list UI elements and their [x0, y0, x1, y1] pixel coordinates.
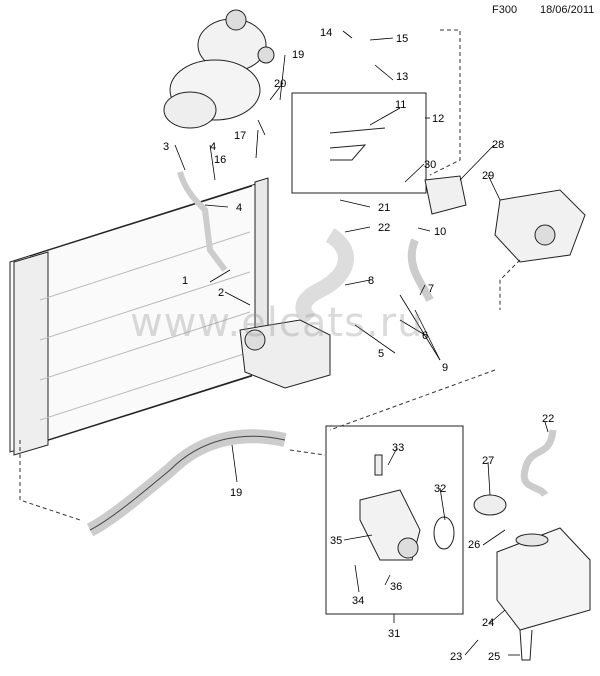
callout-label: 3: [163, 141, 169, 153]
hose-20: [86, 429, 287, 537]
callout-label: 20: [274, 78, 286, 90]
callout-label: 19: [292, 49, 304, 61]
callout-label: 25: [488, 651, 500, 663]
callout-label: 15: [396, 33, 408, 45]
callout-label: 2: [218, 287, 224, 299]
pipe-3-4: [177, 171, 228, 272]
callout-label: 9: [442, 362, 448, 374]
callout-label: 12: [432, 113, 444, 125]
callout-label: 16: [214, 154, 226, 166]
callout-label: 22: [378, 222, 390, 234]
callout-label: 22: [542, 413, 554, 425]
oil-cooler: [239, 319, 331, 389]
callout-label: 21: [378, 202, 390, 214]
callout-label: 27: [482, 455, 494, 467]
water-pump: [494, 189, 586, 263]
callout-label: 6: [422, 330, 428, 342]
callout-label: 35: [330, 535, 342, 547]
callout-label: 1: [182, 275, 188, 287]
thermostat: [424, 175, 467, 215]
callout-label: 17: [234, 130, 246, 142]
callout-label: 14: [320, 27, 332, 39]
leader-lines: [174, 30, 549, 656]
callout-label: 11: [395, 99, 406, 111]
callout-label: 30: [424, 159, 436, 171]
callout-label: 19: [230, 487, 242, 499]
radiator: [9, 177, 269, 456]
callout-label: 33: [392, 442, 404, 454]
watermark: www.elcats.ru: [130, 300, 424, 346]
dashed-guides: [19, 29, 521, 521]
callout-label: 36: [390, 581, 402, 593]
callout-label: 28: [492, 139, 504, 151]
thermostat-housing: [359, 454, 455, 561]
callout-label: 29: [482, 170, 494, 182]
callout-label: 7: [428, 283, 434, 295]
callout-label: 31: [388, 628, 400, 640]
callout-label: 10: [434, 226, 446, 238]
hose-21: [295, 228, 354, 326]
callout-label: 32: [434, 483, 446, 495]
turbocharger: [163, 9, 275, 129]
callout-label: 23: [450, 651, 462, 663]
diagram-date: 18/06/2011: [540, 4, 595, 16]
detail-box-32: [325, 425, 464, 615]
hose-23: [520, 429, 557, 498]
reservoir-cap: [473, 494, 507, 516]
callout-label: 13: [396, 71, 408, 83]
callout-label: 24: [482, 617, 494, 629]
callout-label: 5: [378, 348, 384, 360]
callout-label: 34: [352, 595, 364, 607]
callout-label: 4: [210, 141, 216, 153]
hose-8: [407, 238, 434, 302]
detail-box-11: [291, 92, 427, 194]
callout-label: 26: [468, 539, 480, 551]
diagram-code: F300: [492, 4, 518, 16]
coolant-reservoir: [496, 527, 591, 661]
callout-label: 8: [368, 275, 374, 287]
callout-labels: 14 15 13 19 20 12 11 17 16 3 4 4 1 2 30 …: [163, 27, 554, 663]
callout-label: 4: [236, 202, 242, 214]
